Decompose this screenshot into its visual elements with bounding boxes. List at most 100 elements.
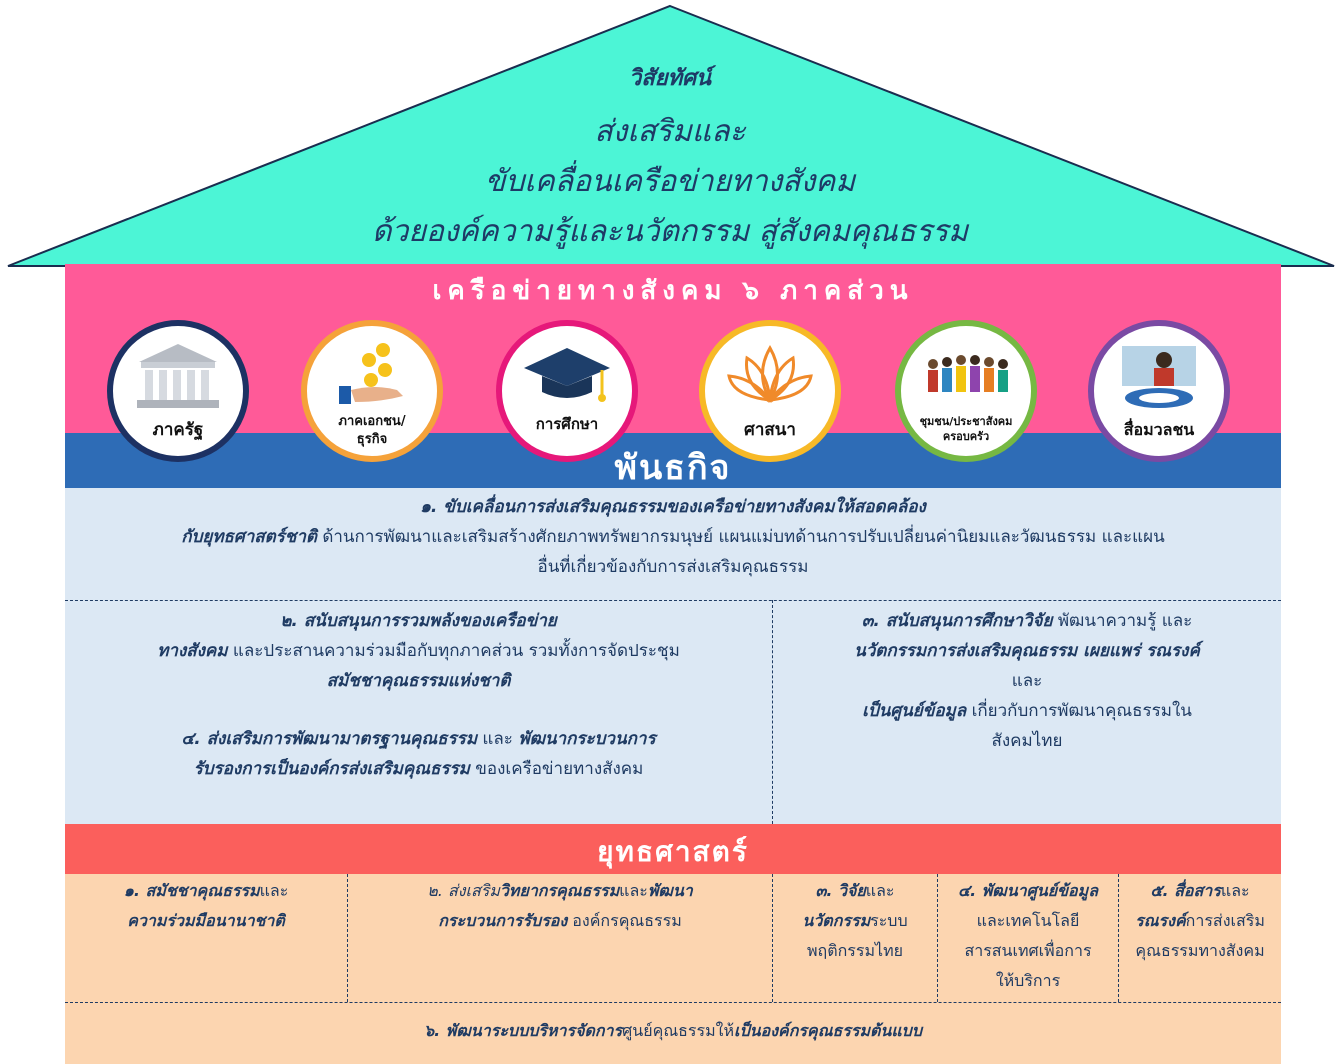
strategy-5-line2-bold: รณรงค์ bbox=[1135, 911, 1186, 930]
mission-1-line2: กับยุทธศาสตร์ชาติ ด้านการพัฒนาและเสริมสร… bbox=[65, 522, 1281, 552]
mission-3-line5: สังคมไทย bbox=[991, 731, 1063, 751]
strategy-2-num: ๒. ส่งเสริม bbox=[427, 881, 500, 900]
strategy-1: ๑. สมัชชาคุณธรรมและ ความร่วมมือนานาชาติ bbox=[65, 876, 347, 936]
strategy-5-bold: ๕. สื่อสาร bbox=[1150, 881, 1221, 900]
mission-1-rest: ด้านการพัฒนาและเสริมสร้างศักยภาพทรัพยากร… bbox=[316, 527, 1165, 547]
sector-label-line2: ครอบครัว bbox=[942, 430, 990, 443]
mission-3-line4-bold: เป็นศูนย์ข้อมูล bbox=[862, 701, 967, 721]
divider bbox=[347, 874, 348, 1002]
mission-4-line2-bold: รับรองการเป็นองค์กรส่งเสริมคุณธรรม bbox=[193, 759, 470, 779]
mission-1-head: ๑. ขับเคลื่อนการส่งเสริมคุณธรรมของเครือข… bbox=[420, 497, 926, 517]
mission-4-line2: รับรองการเป็นองค์กรส่งเสริมคุณธรรม ของเค… bbox=[65, 754, 772, 784]
mission-1-bold: กับยุทธศาสตร์ชาติ bbox=[181, 527, 317, 547]
network-title: เครือข่ายทางสังคม ๖ ภาคส่วน bbox=[432, 276, 914, 306]
mission-2-rest: และประสานความร่วมมือกับทุกภาคส่วน รวมทั้… bbox=[227, 641, 680, 661]
strategy-5-rest: และ bbox=[1220, 881, 1250, 900]
strategy-5-line2: รณรงค์การส่งเสริม bbox=[1119, 906, 1281, 936]
community-people-icon bbox=[928, 355, 1008, 392]
mission-3-line3: และ bbox=[1011, 671, 1043, 691]
sector-label-line2: ธุรกิจ bbox=[356, 432, 388, 447]
strategy-2-line2-rest: องค์กรคุณธรรม bbox=[567, 911, 682, 930]
media-reporter-icon bbox=[1122, 346, 1196, 408]
strategy-6: ๖. พัฒนาระบบบริหารจัดการศูนย์คุณธรรมให้เ… bbox=[65, 1016, 1281, 1046]
mission-area: ๑. ขับเคลื่อนการส่งเสริมคุณธรรมของเครือข… bbox=[65, 488, 1281, 824]
strategy-2-line1: ๒. ส่งเสริมวิทยากรคุณธรรมและพัฒนา bbox=[348, 876, 772, 906]
mission-1-line3: อื่นที่เกี่ยวข้องกับการส่งเสริมคุณธรรม bbox=[537, 557, 809, 577]
vision-line-2: ขับเคลื่อนเครือข่ายทางสังคม bbox=[484, 164, 856, 199]
sector-label: ศาสนา bbox=[744, 420, 796, 440]
sector-education: การศึกษา bbox=[496, 320, 638, 462]
divider bbox=[1118, 874, 1119, 1002]
strategy-6-bold2: เป็นองค์กรคุณธรรมต้นแบบ bbox=[734, 1021, 922, 1040]
strategy-3-bold: ๓. วิจัย bbox=[815, 881, 866, 900]
mission-2-line3: สมัชชาคุณธรรมแห่งชาติ bbox=[326, 671, 511, 691]
network-band bbox=[65, 264, 1281, 434]
sector-community: ชุมชน/ประชาสังคม ครอบครัว bbox=[895, 320, 1037, 462]
strategy-3-rest: และ bbox=[865, 881, 895, 900]
graduation-cap-icon bbox=[524, 348, 610, 402]
strategy-4: ๔. พัฒนาศูนย์ข้อมูล และเทคโนโลยี สารสนเท… bbox=[938, 876, 1118, 996]
mission-band bbox=[65, 433, 1281, 488]
strategy-5-line3: คุณธรรมทางสังคม bbox=[1135, 941, 1265, 960]
strategy-2-line2-bold: กระบวนการรับรอง bbox=[438, 911, 568, 930]
sector-label: สื่อมวลชน bbox=[1123, 420, 1195, 439]
mission-2-bold: ทางสังคม bbox=[157, 641, 228, 661]
mission-2-line2: ทางสังคม และประสานความร่วมมือกับทุกภาคส่… bbox=[65, 636, 772, 666]
sector-label: การศึกษา bbox=[535, 415, 599, 433]
strategy-3-line1: ๓. วิจัยและ bbox=[773, 876, 937, 906]
strategy-3-line2-bold: นวัตกรรม bbox=[802, 911, 871, 930]
strategy-3-line3: พฤติกรรมไทย bbox=[806, 941, 903, 960]
mission-3: ๓. สนับสนุนการศึกษาวิจัย พัฒนาความรู้ แล… bbox=[773, 606, 1281, 756]
strategy-4-line2: และเทคโนโลยี bbox=[976, 911, 1080, 930]
sector-private: ภาคเอกชน/ ธุรกิจ bbox=[301, 320, 443, 462]
strategy-1-bold: ๑. สมัชชาคุณธรรม bbox=[123, 881, 260, 900]
sector-religion: ศาสนา bbox=[699, 320, 841, 462]
strategy-5-line2-rest: การส่งเสริม bbox=[1185, 911, 1265, 930]
strategy-1-line1: ๑. สมัชชาคุณธรรมและ bbox=[65, 876, 347, 906]
mission-2: ๒. สนับสนุนการรวมพลังของเครือข่าย ทางสัง… bbox=[65, 606, 772, 696]
sector-label: ภาคเอกชน/ bbox=[338, 414, 406, 429]
strategy-2-bold1: วิทยากรคุณธรรม bbox=[499, 881, 620, 900]
strategy-title: ยุทธศาสตร์ bbox=[597, 835, 749, 868]
hand-coins-icon bbox=[339, 343, 403, 404]
strategy-6-mid: ศูนย์คุณธรรมให้ bbox=[622, 1021, 735, 1040]
strategy-4-line3: สารสนเทศเพื่อการ bbox=[964, 941, 1092, 960]
sector-government: ภาครัฐ bbox=[107, 320, 249, 462]
mission-4-bold2: พัฒนากระบวนการ bbox=[518, 729, 656, 749]
strategy-6-bold1: ๖. พัฒนาระบบบริหารจัดการ bbox=[424, 1021, 623, 1040]
strategy-5-line1: ๕. สื่อสารและ bbox=[1119, 876, 1281, 906]
divider bbox=[937, 874, 938, 1002]
mission-4-line1: ๔. ส่งเสริมการพัฒนามาตรฐานคุณธรรม และ พั… bbox=[65, 724, 772, 754]
lotus-icon bbox=[727, 344, 813, 404]
mission-3-line4: เป็นศูนย์ข้อมูล เกี่ยวกับการพัฒนาคุณธรรม… bbox=[773, 696, 1281, 726]
mission-3-bold1: ๓. สนับสนุนการศึกษาวิจัย bbox=[861, 611, 1053, 631]
mission-4-mid: และ bbox=[477, 729, 519, 749]
mission-2-head: ๒. สนับสนุนการรวมพลังของเครือข่าย bbox=[280, 611, 557, 631]
mission-4-bold1: ๔. ส่งเสริมการพัฒนามาตรฐานคุณธรรม bbox=[181, 729, 478, 749]
mission-4-line2-rest: ของเครือข่ายทางสังคม bbox=[469, 759, 644, 779]
strategy-4-bold: ๔. พัฒนาศูนย์ข้อมูล bbox=[957, 881, 1099, 900]
mission-title: พันธกิจ bbox=[614, 448, 732, 488]
vision-line-3: ด้วยองค์ความรู้และนวัตกรรม สู่สังคมคุณธร… bbox=[372, 214, 968, 249]
government-building-icon bbox=[137, 344, 219, 408]
strategy-1-rest: และ bbox=[259, 881, 289, 900]
strategy-2-mid: และ bbox=[619, 881, 648, 900]
mission-3-line1: ๓. สนับสนุนการศึกษาวิจัย พัฒนาความรู้ แล… bbox=[773, 606, 1281, 636]
divider bbox=[65, 600, 1281, 601]
sector-media: สื่อมวลชน bbox=[1088, 320, 1230, 462]
mission-4: ๔. ส่งเสริมการพัฒนามาตรฐานคุณธรรม และ พั… bbox=[65, 724, 772, 784]
mission-1: ๑. ขับเคลื่อนการส่งเสริมคุณธรรมของเครือข… bbox=[65, 492, 1281, 582]
strategy-area: ๑. สมัชชาคุณธรรมและ ความร่วมมือนานาชาติ … bbox=[65, 874, 1281, 1064]
strategy-2-bold2: พัฒนา bbox=[647, 881, 693, 900]
strategy-3-line2: นวัตกรรมระบบ bbox=[773, 906, 937, 936]
divider bbox=[772, 874, 773, 1002]
divider bbox=[772, 600, 773, 824]
mission-3-rest1: พัฒนาความรู้ และ bbox=[1052, 611, 1193, 631]
vision-title: วิสัยทัศน์ bbox=[628, 66, 712, 91]
sector-label: ภาครัฐ bbox=[152, 420, 204, 440]
vision-line-1: ส่งเสริมและ bbox=[594, 114, 746, 149]
strategy-band bbox=[65, 824, 1281, 874]
divider bbox=[65, 1002, 1281, 1003]
strategy-3-line2-rest: ระบบ bbox=[870, 911, 908, 930]
strategy-3: ๓. วิจัยและ นวัตกรรมระบบ พฤติกรรมไทย bbox=[773, 876, 937, 966]
